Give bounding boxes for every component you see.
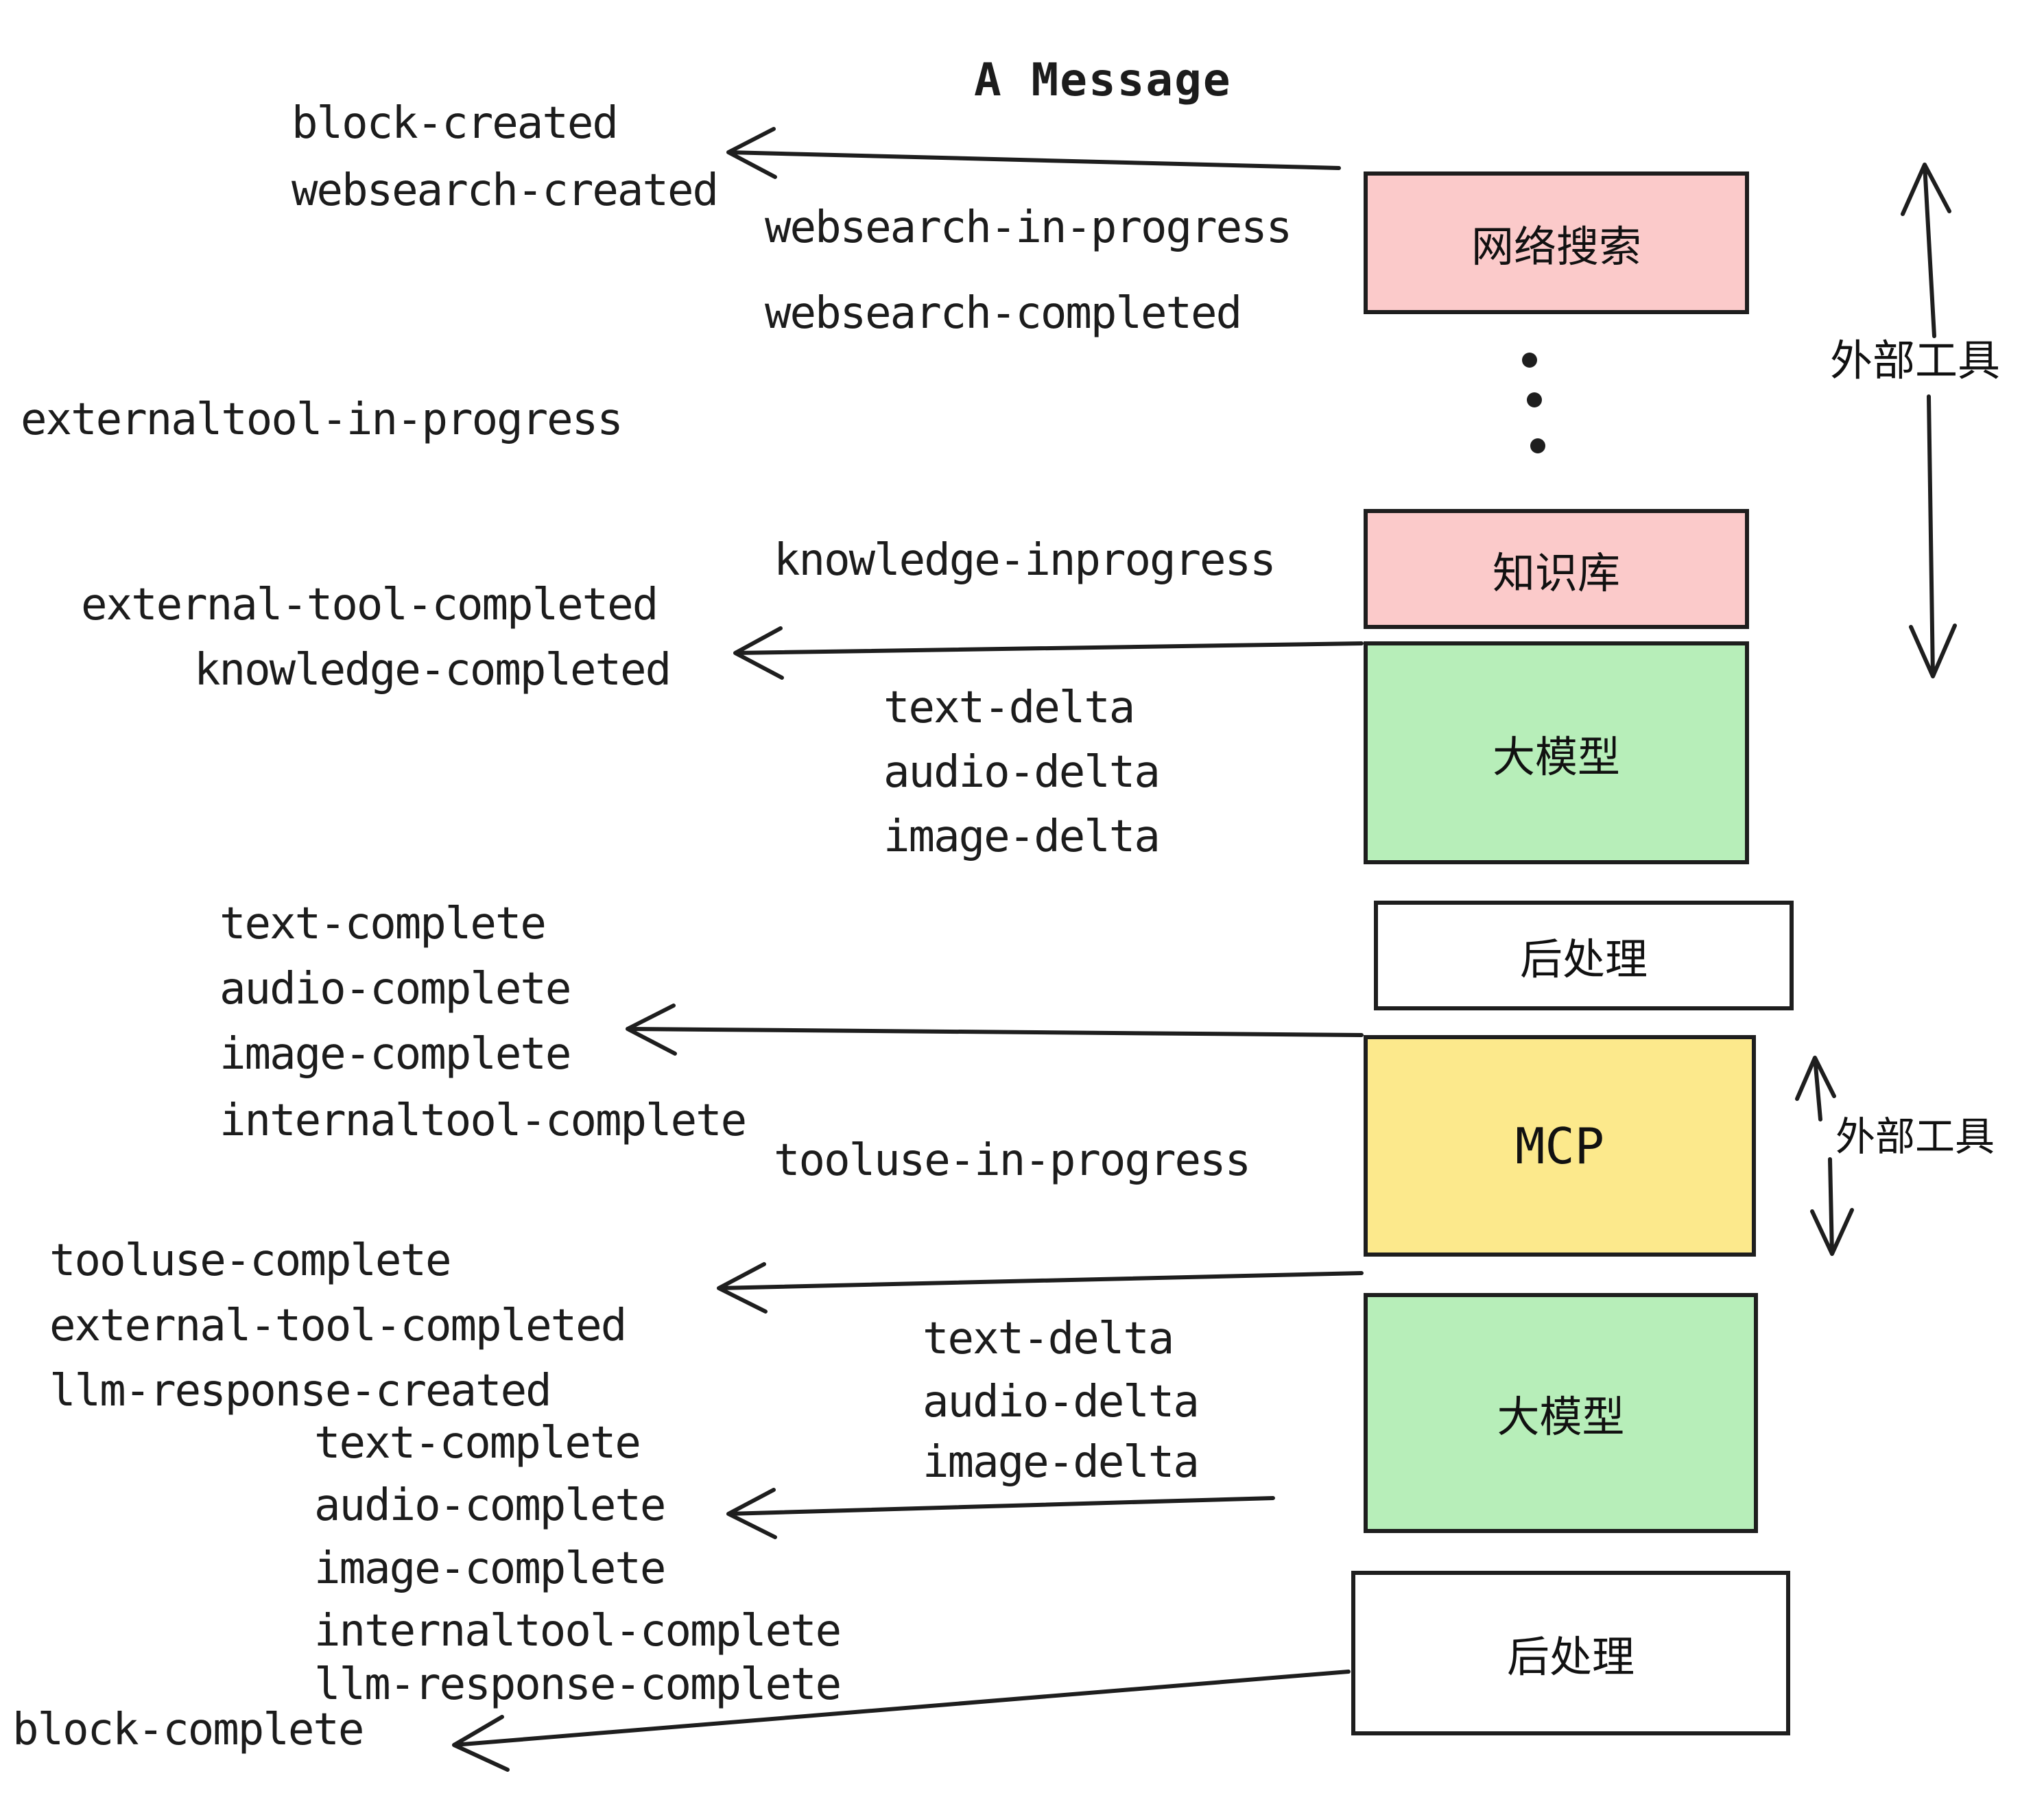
event-text-delta-1: text-delta <box>883 683 1135 733</box>
event-audio-delta-2: audio-delta <box>923 1377 1200 1427</box>
event-knowledge-inprogress: knowledge-inprogress <box>774 535 1276 586</box>
event-text-complete-2: text-complete <box>314 1418 641 1469</box>
event-block-created: block-created <box>292 98 619 149</box>
event-audio-complete-1: audio-complete <box>219 964 571 1014</box>
event-image-complete-2: image-complete <box>314 1543 666 1594</box>
box-knowledge: 知识库 <box>1364 509 1749 629</box>
event-block-complete: block-complete <box>12 1705 364 1755</box>
event-tooluse-in-progress: tooluse-in-progress <box>774 1135 1251 1186</box>
arrow-block-created <box>726 127 1341 179</box>
event-external-tool-completed-1: external-tool-completed <box>81 580 658 630</box>
event-image-delta-2: image-delta <box>923 1437 1200 1488</box>
arrow-llm-complete <box>726 1488 1275 1539</box>
event-websearch-in-progress: websearch-in-progress <box>765 202 1292 253</box>
event-tooluse-complete: tooluse-complete <box>49 1235 451 1286</box>
box-post-2: 后处理 <box>1351 1571 1790 1735</box>
event-websearch-completed: websearch-completed <box>765 288 1242 339</box>
event-image-complete-1: image-complete <box>219 1029 571 1080</box>
event-audio-delta-1: audio-delta <box>883 747 1161 798</box>
label-external-tools-bottom: 外部工具 <box>1835 1113 1995 1160</box>
arrow-internal-complete <box>626 1004 1364 1056</box>
arrow-external-tools-up-1 <box>1901 163 1951 338</box>
arrow-external-tools-down-1 <box>1909 394 1957 678</box>
event-llm-response-created: llm-response-created <box>49 1366 552 1416</box>
label-external-tools-top: 外部工具 <box>1830 335 2001 385</box>
event-websearch-created: websearch-created <box>292 165 719 216</box>
event-image-delta-1: image-delta <box>883 811 1161 862</box>
vertical-ellipsis-dots <box>1522 353 1545 453</box>
box-mcp: MCP <box>1364 1035 1756 1257</box>
arrow-tooluse-complete <box>717 1262 1364 1314</box>
arrow-knowledge-completed <box>733 626 1364 680</box>
event-text-complete-1: text-complete <box>219 899 547 949</box>
arrow-external-tools-down-2 <box>1810 1157 1854 1256</box>
event-text-delta-2: text-delta <box>923 1314 1174 1364</box>
event-internaltool-complete-1: internaltool-complete <box>219 1095 747 1146</box>
event-llm-response-complete: llm-response-complete <box>314 1659 842 1710</box>
page-title: A Message <box>974 54 1232 106</box>
arrow-block-complete <box>452 1670 1351 1772</box>
box-llm-1: 大模型 <box>1364 641 1749 864</box>
event-knowledge-completed: knowledge-completed <box>194 645 672 696</box>
box-llm-2: 大模型 <box>1364 1293 1758 1533</box>
box-post-1: 后处理 <box>1374 901 1794 1010</box>
event-external-tool-completed-2: external-tool-completed <box>49 1301 627 1351</box>
event-audio-complete-2: audio-complete <box>314 1480 666 1531</box>
box-websearch: 网络搜索 <box>1364 171 1749 314</box>
event-internaltool-complete-2: internaltool-complete <box>314 1606 842 1657</box>
event-externaltool-in-progress: externaltool-in-progress <box>21 394 623 445</box>
arrow-external-tools-up-2 <box>1795 1056 1836 1121</box>
